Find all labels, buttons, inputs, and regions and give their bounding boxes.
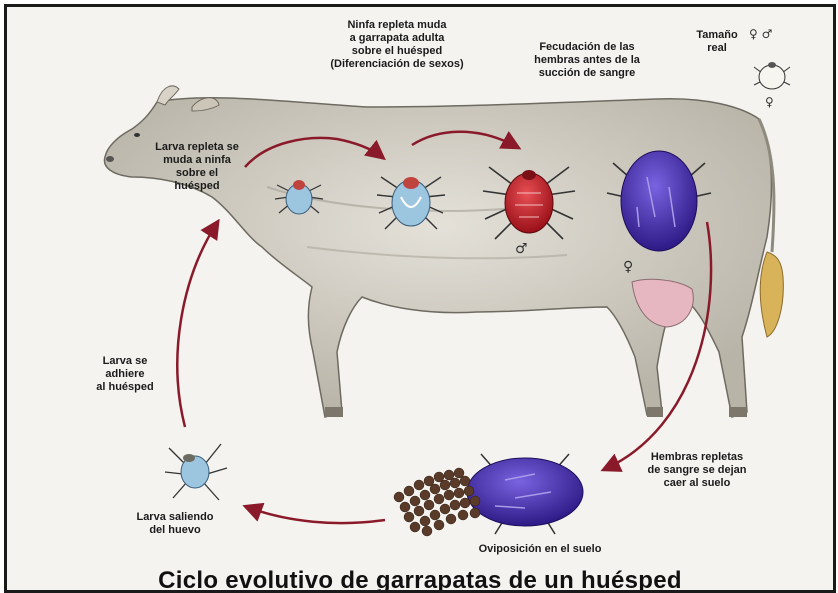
label-larva-saliendo: Larva saliendo del huevo: [115, 511, 235, 537]
diagram-frame: Ninfa repleta muda a garrapata adulta so…: [4, 4, 836, 593]
label-larva-adhiere: Larva se adhiere al huésped: [75, 355, 175, 394]
label-ninfa: Ninfa repleta muda a garrapata adulta so…: [307, 19, 487, 71]
male-symbol: ♂: [515, 241, 528, 257]
label-tamano-real: Tamaño real: [687, 29, 747, 55]
sex-symbols: ♀ ♂: [749, 27, 772, 41]
real-size-female-symbol: ♀: [765, 95, 774, 109]
hatching-larva-icon: [165, 444, 227, 500]
real-size-tick-icon: [754, 62, 790, 89]
ovipositing-female-icon: [467, 454, 583, 534]
label-larva-repleta: Larva repleta se muda a ninfa sobre el h…: [137, 141, 257, 193]
arrow-larva-attach: [177, 223, 217, 427]
label-hembras-repletas: Hembras repletas de sangre se dejan caer…: [627, 451, 767, 490]
cow-illustration: [104, 86, 783, 417]
egg-mass: [394, 468, 480, 536]
label-fecundacion: Fecudación de las hembras antes de la su…: [507, 41, 667, 80]
arrow-eggs-hatch: [247, 507, 385, 523]
female-symbol: ♀: [623, 259, 633, 275]
diagram-title: Ciclo evolutivo de garrapatas de un hués…: [7, 567, 833, 593]
label-oviposicion: Oviposición en el suelo: [455, 543, 625, 556]
life-cycle-illustration: [7, 7, 833, 590]
